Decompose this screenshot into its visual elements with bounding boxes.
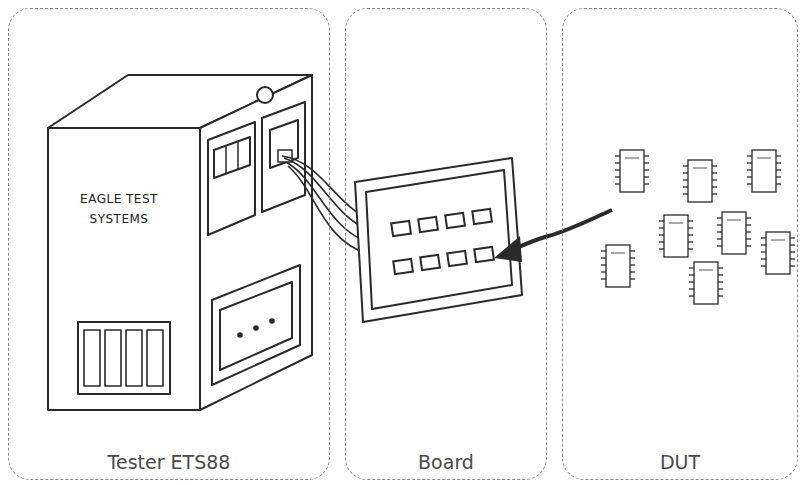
board-socket [445,213,465,228]
board-inner [366,170,512,309]
ic-chip [659,215,693,257]
region-panel: Board [345,8,547,480]
tester-front: EAGLE TEST SYSTEMS [49,164,189,254]
board-socket [393,259,413,274]
lower-panel [212,265,300,385]
board-socket [472,209,492,224]
region-label: DUT [660,451,700,473]
connector-inner [270,120,298,168]
ic-chip [761,232,795,274]
cabinet-side [200,75,312,410]
ic-chip [683,160,717,202]
ic-chip [747,150,781,192]
board-socket [418,217,438,232]
lower-panel-inner [220,282,292,370]
board-socket [420,255,440,270]
board-socket [447,251,467,266]
board-socket [391,221,411,236]
slot-frame [78,322,170,394]
ic-chip [717,212,751,254]
switch-panel [208,122,255,235]
ic-chip [689,262,723,304]
power-button [257,87,273,103]
region-label: Board [418,451,474,473]
ic-chip [601,245,635,287]
arrow-head [494,236,522,262]
ic-chip [615,150,649,192]
region-label: Tester ETS88 [108,451,231,473]
cabinet-front [48,128,200,410]
region-panel: DUT [562,8,798,480]
board-outer [355,158,522,322]
region-panel: Tester ETS88 EAGLE TEST SYSTEMS [8,8,330,480]
board-socket [474,247,494,262]
switch-panel-inner [214,137,250,178]
brand-text: EAGLE TEST SYSTEMS [49,189,189,230]
